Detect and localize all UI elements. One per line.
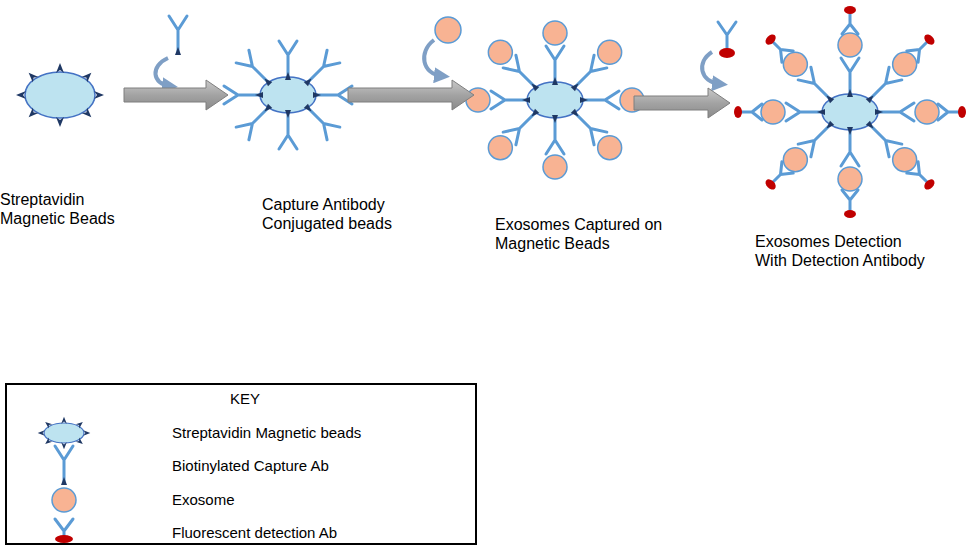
stage-node: Exosomes Captured on Magnetic Beads (478, 20, 630, 180)
stage-node: Exosomes Detection With Detection Antibo… (734, 20, 970, 210)
streptavidin-bead (16, 63, 104, 127)
detection-bead (734, 6, 966, 218)
key-box (6, 384, 476, 544)
antibody-bead (224, 41, 352, 149)
legend-text: Biotinylated Capture Ab (172, 457, 329, 475)
connector-layer (124, 80, 730, 118)
stage-caption: Streptavidin Magnetic Beads (0, 190, 125, 228)
stage-caption: Capture Antibody Conjugated beads (262, 195, 402, 233)
reagent-icons (155, 16, 736, 86)
stage-caption: Exosomes Captured on Magnetic Beads (495, 215, 667, 253)
stage-node: Capture Antibody Conjugated beads (232, 40, 344, 150)
process-arrow (124, 80, 228, 110)
key-heading: KEY (0, 390, 490, 408)
legend-text: Fluorescent detection Ab (172, 524, 337, 542)
legend-text: Exosome (172, 491, 235, 509)
stage-caption: Exosomes Detection With Detection Antibo… (755, 232, 932, 270)
legend-text: Streptavidin Magnetic beads (172, 424, 361, 442)
process-arrow (634, 88, 730, 118)
process-arrow (348, 80, 474, 110)
stage-node: Streptavidin Magnetic Beads (5, 45, 120, 145)
exosome-bead (466, 21, 644, 179)
